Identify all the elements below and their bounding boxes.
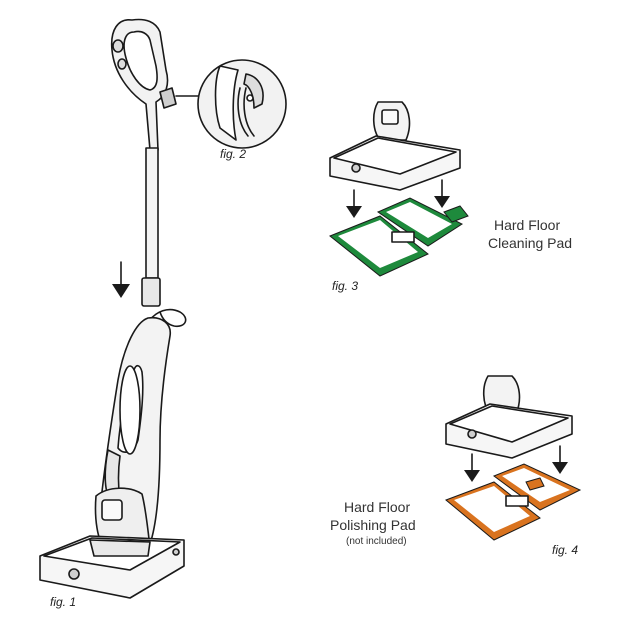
fig-1-caption: fig. 1 (50, 595, 76, 609)
cleaning-pad-label-line1: Hard Floor (494, 217, 560, 233)
polishing-pad-label-line1: Hard Floor (344, 499, 410, 515)
figure-2: fig. 2 (175, 59, 287, 161)
fig-2-caption: fig. 2 (220, 147, 246, 161)
cleaning-pad-label-line2: Cleaning Pad (488, 235, 572, 251)
figure-3: Hard Floor Cleaning Pad fig. 3 (329, 101, 572, 293)
arrow-down-icon (346, 179, 450, 218)
figure-1: fig. 1 (39, 18, 187, 609)
cord-hook-icon (214, 65, 264, 141)
fig-3-caption: fig. 3 (332, 279, 358, 293)
polishing-pad-icon (445, 463, 582, 541)
fig-4-caption: fig. 4 (552, 543, 578, 557)
figure-4: Hard Floor Polishing Pad (not included) … (330, 375, 582, 557)
mop-handle (110, 18, 177, 307)
steam-mop-icon (39, 316, 185, 599)
arrow-down-icon (464, 445, 568, 482)
arrow-down-icon (112, 261, 130, 298)
polishing-pad-label-line2: Polishing Pad (330, 517, 416, 533)
polishing-pad-label-line3: (not included) (346, 536, 407, 547)
cleaning-pad-icon (329, 197, 469, 277)
